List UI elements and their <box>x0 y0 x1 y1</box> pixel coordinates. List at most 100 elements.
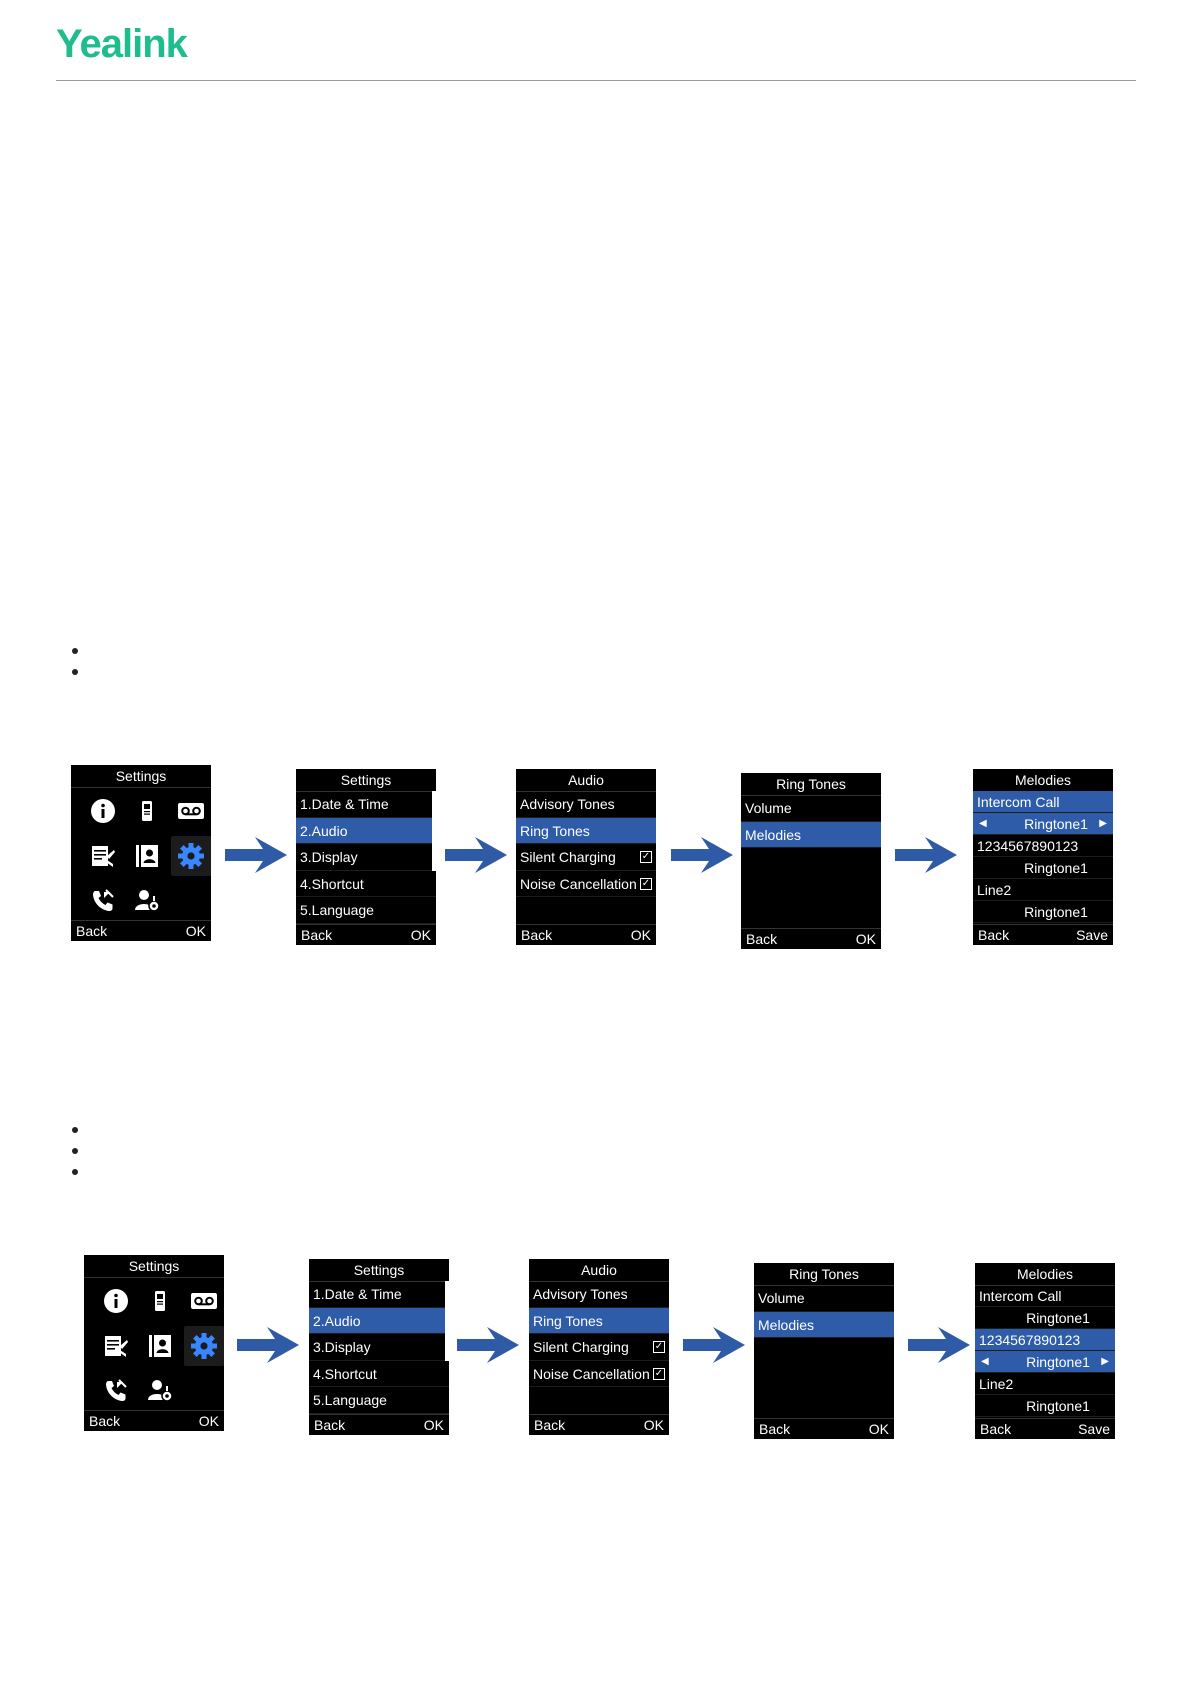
checkbox-checked-icon[interactable]: ✓ <box>640 877 652 890</box>
user-settings-icon[interactable] <box>127 881 167 921</box>
handset-icon[interactable] <box>140 1281 180 1321</box>
ok-softkey[interactable]: OK <box>868 1421 889 1437</box>
screen-title: Melodies <box>975 1263 1115 1286</box>
ringtone-value[interactable]: Ringtone1◀▶ <box>973 813 1113 835</box>
messages-icon[interactable] <box>96 1326 136 1366</box>
menu-item[interactable]: 4.Shortcut <box>309 1361 449 1387</box>
ringtone-line[interactable]: Intercom Call <box>975 1285 1115 1307</box>
ringtone-line[interactable]: Intercom Call <box>973 791 1113 813</box>
handset-icon[interactable] <box>127 791 167 831</box>
checkbox-checked-icon[interactable]: ✓ <box>653 1367 665 1380</box>
menu-item[interactable]: Noise Cancellation✓ <box>516 871 656 897</box>
back-softkey[interactable]: Back <box>76 923 108 939</box>
back-softkey[interactable]: Back <box>314 1417 346 1433</box>
line-name: Line2 <box>977 882 1012 898</box>
messages-icon[interactable] <box>83 836 123 876</box>
ringtone-value[interactable]: Ringtone1◀▶ <box>975 1351 1115 1373</box>
bullet <box>72 1169 78 1175</box>
menu-item[interactable]: 3.Display <box>296 844 436 871</box>
menu-item[interactable]: 5.Language <box>309 1387 449 1414</box>
settings-icon-grid <box>71 789 211 921</box>
ringtone-name: Ringtone1 <box>1024 860 1088 876</box>
yealink-logo: Yealink <box>56 22 188 66</box>
ringtone-name: Ringtone1 <box>1024 904 1088 920</box>
menu-item-label: 4.Shortcut <box>313 1365 377 1382</box>
ringtone-line[interactable]: 1234567890123 <box>975 1329 1115 1351</box>
menu-item-label: Volume <box>758 1290 805 1306</box>
save-softkey[interactable]: Save <box>1076 927 1108 943</box>
gear-icon[interactable] <box>184 1326 224 1366</box>
softkey-bar: Back OK <box>529 1414 669 1435</box>
menu-item[interactable]: 2.Audio <box>296 817 436 844</box>
ringtone-value[interactable]: Ringtone1 <box>975 1395 1115 1417</box>
menu-item[interactable]: Volume <box>754 1285 894 1312</box>
menu-item[interactable]: Silent Charging✓ <box>516 844 656 871</box>
ok-softkey[interactable]: OK <box>855 931 876 947</box>
menu-item[interactable]: 4.Shortcut <box>296 871 436 897</box>
back-softkey[interactable]: Back <box>89 1413 121 1429</box>
back-softkey[interactable]: Back <box>978 927 1010 943</box>
back-softkey[interactable]: Back <box>521 927 553 943</box>
ringtone-line[interactable]: Line2 <box>973 879 1113 901</box>
arrow-right-icon[interactable]: ▶ <box>1099 818 1107 829</box>
menu-item[interactable]: 1.Date & Time <box>309 1281 449 1308</box>
menu-item[interactable]: Ring Tones <box>516 817 656 844</box>
back-softkey[interactable]: Back <box>980 1421 1012 1437</box>
ok-softkey[interactable]: OK <box>185 923 206 939</box>
scrollbar[interactable] <box>445 1281 449 1361</box>
info-icon[interactable] <box>83 791 123 831</box>
arrow-left-icon[interactable]: ◀ <box>979 818 987 829</box>
user-settings-icon[interactable] <box>140 1371 180 1411</box>
flow-arrow-icon <box>445 837 507 873</box>
arrow-right-icon[interactable]: ▶ <box>1101 1356 1109 1367</box>
scrollbar[interactable] <box>432 791 436 871</box>
ok-softkey[interactable]: OK <box>410 927 431 943</box>
ok-softkey[interactable]: OK <box>630 927 651 943</box>
contacts-icon[interactable] <box>140 1326 180 1366</box>
call-history-icon[interactable] <box>83 881 123 921</box>
ringtone-value[interactable]: Ringtone1 <box>973 901 1113 923</box>
flow-arrow-icon <box>225 837 287 873</box>
back-softkey[interactable]: Back <box>301 927 333 943</box>
info-icon[interactable] <box>96 1281 136 1321</box>
ringtone-line[interactable]: Line2 <box>975 1373 1115 1395</box>
checkbox-checked-icon[interactable]: ✓ <box>640 851 652 863</box>
ringtone-line[interactable]: 1234567890123 <box>973 835 1113 857</box>
back-softkey[interactable]: Back <box>759 1421 791 1437</box>
menu-item-label: 1.Date & Time <box>300 796 389 812</box>
menu-item[interactable]: Melodies <box>754 1311 894 1338</box>
softkey-bar: Back OK <box>71 920 211 941</box>
menu-item[interactable]: Advisory Tones <box>529 1281 669 1308</box>
contacts-icon[interactable] <box>127 836 167 876</box>
arrow-left-icon[interactable]: ◀ <box>981 1356 989 1367</box>
menu-item[interactable]: Silent Charging✓ <box>529 1334 669 1361</box>
menu-item-label: 4.Shortcut <box>300 875 364 892</box>
ringtone-value[interactable]: Ringtone1 <box>973 857 1113 879</box>
menu-item[interactable]: 3.Display <box>309 1334 449 1361</box>
menu-item[interactable]: Noise Cancellation✓ <box>529 1361 669 1387</box>
menu-item[interactable]: Advisory Tones <box>516 791 656 818</box>
screen-title: Settings <box>71 765 211 788</box>
save-softkey[interactable]: Save <box>1078 1421 1110 1437</box>
voicemail-icon[interactable] <box>171 791 211 831</box>
menu-item[interactable]: 2.Audio <box>309 1307 449 1334</box>
menu-item[interactable]: Ring Tones <box>529 1307 669 1334</box>
ok-softkey[interactable]: OK <box>198 1413 219 1429</box>
ok-softkey[interactable]: OK <box>423 1417 444 1433</box>
gear-icon[interactable] <box>171 836 211 876</box>
ringtone-value[interactable]: Ringtone1 <box>975 1307 1115 1329</box>
ok-softkey[interactable]: OK <box>643 1417 664 1433</box>
menu-item[interactable]: 5.Language <box>296 897 436 924</box>
back-softkey[interactable]: Back <box>746 931 778 947</box>
checkbox-checked-icon[interactable]: ✓ <box>653 1341 665 1353</box>
call-history-icon[interactable] <box>96 1371 136 1411</box>
menu-item[interactable]: Melodies <box>741 821 881 848</box>
menu-item[interactable]: Volume <box>741 795 881 822</box>
voicemail-icon[interactable] <box>184 1281 224 1321</box>
menu-item[interactable]: 1.Date & Time <box>296 791 436 818</box>
menu-item-label: Ring Tones <box>533 1312 603 1329</box>
flow-arrow-icon <box>683 1327 745 1363</box>
back-softkey[interactable]: Back <box>534 1417 566 1433</box>
menu-item-label: Advisory Tones <box>520 796 615 812</box>
